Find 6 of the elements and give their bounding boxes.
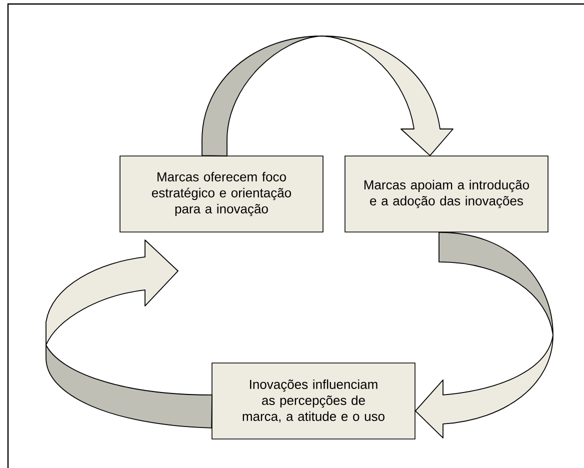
text-box: Marcas apoiam a introdução e a adoção das inovações bbox=[344, 156, 548, 232]
curved-arrow bbox=[414, 232, 554, 438]
curved-arrow bbox=[46, 240, 212, 428]
curved-arrow bbox=[202, 36, 454, 156]
text-box: Inovações influenciam as percepções de marca, a atitude e o uso bbox=[212, 362, 416, 440]
text-box: Marcas oferecem foco estratégico e orientação para a inovação bbox=[120, 156, 324, 232]
